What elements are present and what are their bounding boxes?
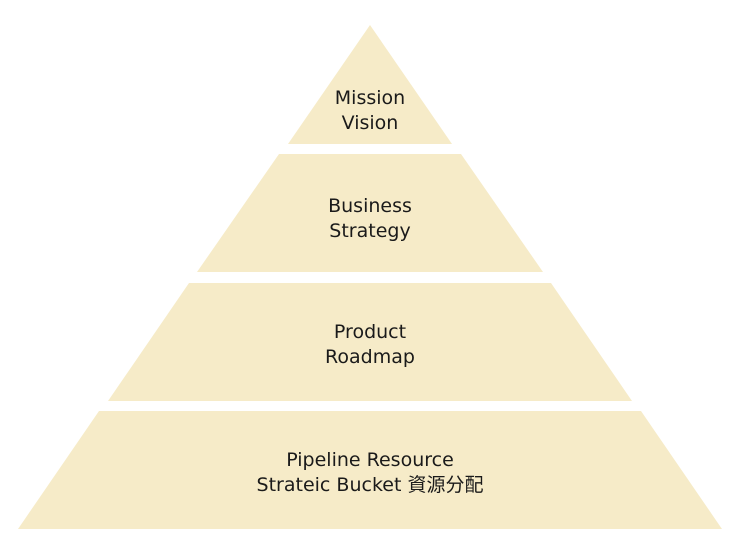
tier-mission-vision-shape	[288, 25, 452, 144]
tier-business-strategy: Business Strategy	[197, 154, 543, 272]
tier-product-roadmap-line2: Roadmap	[325, 346, 415, 368]
tier-pipeline-resource-line2: Strateic Bucket 資源分配	[257, 474, 484, 496]
tier-product-roadmap-line1: Product	[334, 321, 406, 343]
tier-mission-vision-line1: Mission	[335, 87, 405, 109]
tier-pipeline-resource: Pipeline Resource Strateic Bucket 資源分配	[18, 411, 722, 529]
tier-product-roadmap-shape	[108, 283, 632, 401]
tier-mission-vision-line2: Vision	[342, 112, 399, 134]
tier-mission-vision: Mission Vision	[288, 25, 452, 144]
tier-business-strategy-shape	[197, 154, 543, 272]
tier-product-roadmap: Product Roadmap	[108, 283, 632, 401]
tier-pipeline-resource-shape	[18, 411, 722, 529]
tier-business-strategy-line2: Strategy	[329, 220, 410, 242]
tier-pipeline-resource-line1: Pipeline Resource	[286, 449, 454, 471]
tier-business-strategy-line1: Business	[328, 195, 412, 217]
